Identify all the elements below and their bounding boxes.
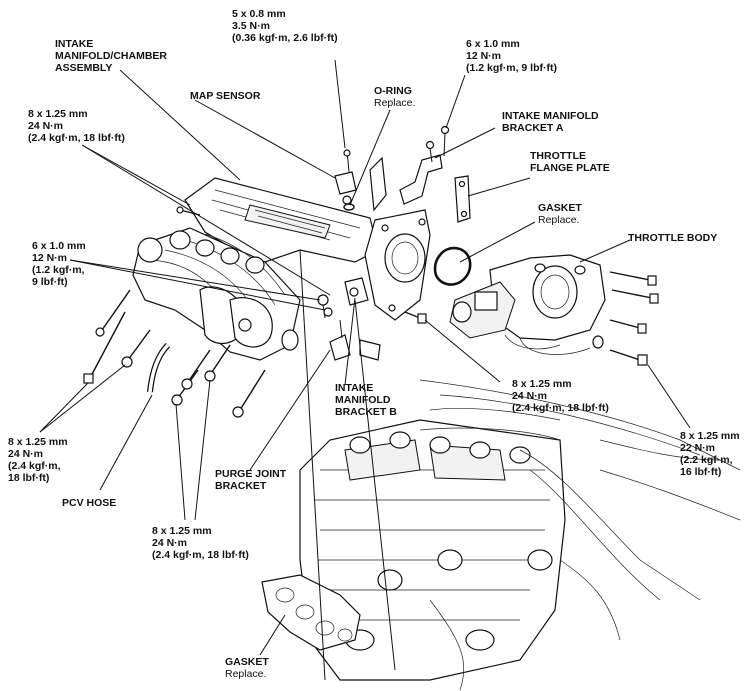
spec-line: 8 x 1.25 mm [8,436,68,448]
spec-line: 6 x 1.0 mm [32,240,86,252]
throttle-body-gasket [433,246,472,286]
spec-line: 8 x 1.25 mm [28,108,88,120]
label-line: FLANGE PLATE [530,162,610,174]
intake-manifold-bracket-a [399,125,450,205]
throttle-flange-plate [369,156,471,223]
label-intake-manifold-bracket-a: INTAKE MANIFOLD BRACKET A [502,110,599,134]
spec-mid-left: 6 x 1.0 mm 12 N·m (1.2 kgf·m, 9 lbf·ft) [32,240,86,288]
label-gasket-top: GASKET Replace. [538,202,582,226]
spec-line: 8 x 1.25 mm [512,378,572,390]
spec-top-center: 5 x 0.8 mm 3.5 N·m (0.36 kgf·m, 2.6 lbf·… [232,8,338,44]
spec-line: (2.2 kgf·m, [680,454,733,466]
spec-line: 6 x 1.0 mm [466,38,520,50]
intake-manifold-bracket-b [344,277,381,361]
spec-line: 22 N·m [680,442,716,454]
throttle-body [449,254,606,355]
pcv-hose [147,342,171,393]
spec-line: 16 lbf·ft) [680,466,722,478]
manifold-gasket [261,574,361,651]
spec-center-right: 8 x 1.25 mm 24 N·m (2.4 kgf·m, 18 lbf·ft… [512,378,609,414]
spec-upper-left: 8 x 1.25 mm 24 N·m (2.4 kgf·m, 18 lbf·ft… [28,108,125,144]
spec-line: (2.4 kgf·m, 18 lbf·ft) [152,549,249,561]
spec-line: 8 x 1.25 mm [152,525,212,537]
label-throttle-flange-plate: THROTTLE FLANGE PLATE [530,150,610,174]
label-line: BRACKET B [335,406,397,418]
spec-line: 24 N·m [28,120,64,132]
spec-line: (2.4 kgf·m, 18 lbf·ft) [512,402,609,414]
label-pcv-hose: PCV HOSE [62,497,117,509]
manifold-bolts [83,206,333,418]
spec-line: 12 N·m [466,50,502,62]
spec-bottom-center: 8 x 1.25 mm 24 N·m (2.4 kgf·m, 18 lbf·ft… [152,525,249,561]
label-line: INTAKE MANIFOLD [502,110,599,122]
label-throttle-body: THROTTLE BODY [628,232,718,244]
spec-line: (1.2 kgf·m, [32,264,85,276]
leader-lines [39,59,691,681]
label-line: ASSEMBLY [55,62,113,74]
label-line: INTAKE [55,38,94,50]
spec-line: 3.5 N·m [232,20,270,32]
spec-line: (0.36 kgf·m, 2.6 lbf·ft) [232,32,338,44]
spec-line: (2.4 kgf·m, [8,460,61,472]
intake-manifold-assembly [132,177,431,361]
spec-lower-left: 8 x 1.25 mm 24 N·m (2.4 kgf·m, 18 lbf·ft… [8,436,68,484]
spec-line: 24 N·m [512,390,548,402]
map-sensor [334,149,357,205]
label-map-sensor: MAP SENSOR [190,90,261,102]
label-intake-manifold-assembly: INTAKE MANIFOLD/CHAMBER ASSEMBLY [55,38,167,74]
spec-line: 8 x 1.25 mm [680,430,740,442]
label-line: MANIFOLD [335,394,391,406]
spec-line: (1.2 kgf·m, 9 lbf·ft) [466,62,557,74]
throttle-body-bolts [404,271,659,366]
label-line: BRACKET A [502,122,564,134]
spec-line: (2.4 kgf·m, 18 lbf·ft) [28,132,125,144]
label-line: THROTTLE [530,150,586,162]
spec-top-right: 6 x 1.0 mm 12 N·m (1.2 kgf·m, 9 lbf·ft) [466,38,557,74]
label-note: Replace. [225,668,267,680]
engine-cylinder-head [299,379,741,691]
spec-line: 9 lbf·ft) [32,276,68,288]
label-intake-manifold-bracket-b: INTAKE MANIFOLD BRACKET B [335,382,397,418]
label-gasket-bottom: GASKET Replace. [225,656,269,680]
spec-line: 18 lbf·ft) [8,472,50,484]
label-name: GASKET [538,202,582,214]
label-purge-joint-bracket: PURGE JOINT BRACKET [215,468,286,492]
label-line: BRACKET [215,480,267,492]
o-ring [343,203,355,211]
label-line: PURGE JOINT [215,468,287,480]
label-note: Replace. [374,97,416,109]
spec-line: 5 x 0.8 mm [232,8,286,20]
spec-line: 24 N·m [152,537,188,549]
purge-joint-bracket [329,319,351,361]
label-line: MANIFOLD/CHAMBER [55,50,167,62]
spec-line: 24 N·m [8,448,44,460]
spec-line: 12 N·m [32,252,68,264]
label-o-ring: O-RING Replace. [374,85,415,109]
label-note: Replace. [538,214,580,226]
label-name: GASKET [225,656,269,668]
spec-far-right: 8 x 1.25 mm 22 N·m (2.2 kgf·m, 16 lbf·ft… [680,430,740,478]
label-line: INTAKE [335,382,374,394]
label-name: O-RING [374,85,412,97]
